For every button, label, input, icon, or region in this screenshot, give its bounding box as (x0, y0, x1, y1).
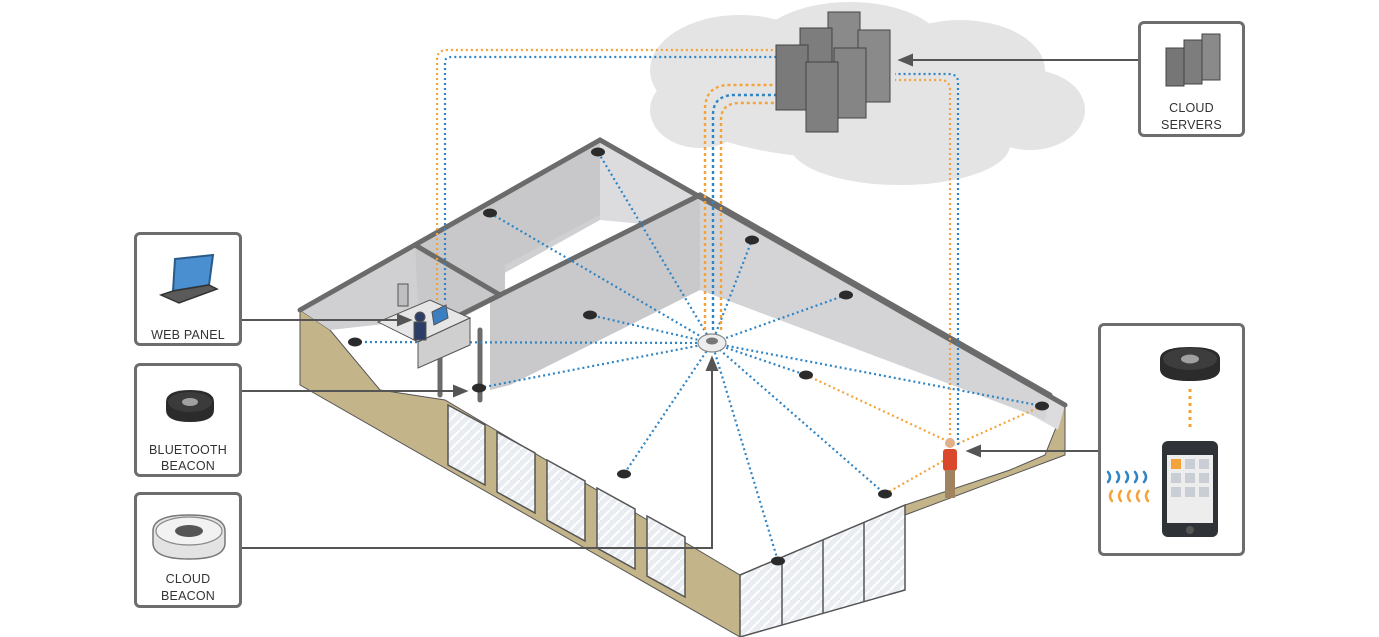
beacon-icon (472, 383, 486, 393)
beacon-icon (617, 469, 631, 479)
beacon-icon (799, 370, 813, 380)
beacon-icon (1035, 401, 1049, 411)
bluetooth-beacon-label-line1: BLUETOOTH (149, 443, 227, 457)
inner-room-wall (415, 140, 600, 340)
phone-beacon-graphic (1106, 347, 1220, 537)
office-desk (376, 283, 472, 369)
ceiling-beacons (348, 147, 1049, 566)
cloud-servers-label-line2: SERVERS (1161, 118, 1222, 132)
beacon-icon (348, 337, 362, 347)
cloud-beacon-icon (152, 514, 226, 560)
wireless-waves-icon (1106, 470, 1150, 503)
entrance-doors (739, 503, 906, 637)
beacon-icon (745, 235, 759, 245)
cloud-servers-label-line1: CLOUD (1169, 101, 1214, 115)
cloud-beacon-label-line1: CLOUD (165, 572, 211, 586)
phone-beacon-callout (1098, 323, 1245, 556)
partition-side (700, 195, 1050, 420)
beacon-icon (1160, 347, 1220, 381)
server-racks (775, 11, 891, 133)
cloud-beacon-label-line2: BEACON (161, 589, 215, 603)
cloud-beacon-callout: CLOUD BEACON (134, 492, 242, 608)
beacon-icon (483, 208, 497, 218)
beacon-signal-lines (354, 151, 1043, 562)
person-signal-lines (805, 374, 1043, 495)
laptop-icon (158, 253, 219, 304)
cloud-servers-callout: CLOUD SERVERS (1138, 21, 1245, 137)
person-with-phone (943, 438, 957, 498)
central-cloud-beacon-icon (697, 333, 727, 353)
beacon-icon (839, 290, 853, 300)
bluetooth-beacon-callout: BLUETOOTH BEACON (134, 363, 242, 477)
beacon-icon (771, 556, 785, 566)
beacon-icon (878, 489, 892, 499)
bluetooth-beacon-label-line2: BEACON (161, 459, 215, 473)
beacon-icon (583, 310, 597, 320)
inner-partition (490, 195, 700, 390)
front-windows (447, 403, 686, 599)
hub-to-cloud-waves (703, 83, 776, 330)
server-icon (1165, 33, 1221, 87)
web-panel-callout: WEB PANEL (134, 232, 242, 346)
phone-icon (1162, 441, 1218, 537)
connector-arrows (242, 53, 1138, 549)
cloud-uplinks (435, 48, 960, 445)
beacon-icon (591, 147, 605, 157)
bluetooth-beacon-icon (166, 390, 214, 422)
web-panel-label: WEB PANEL (151, 328, 225, 342)
